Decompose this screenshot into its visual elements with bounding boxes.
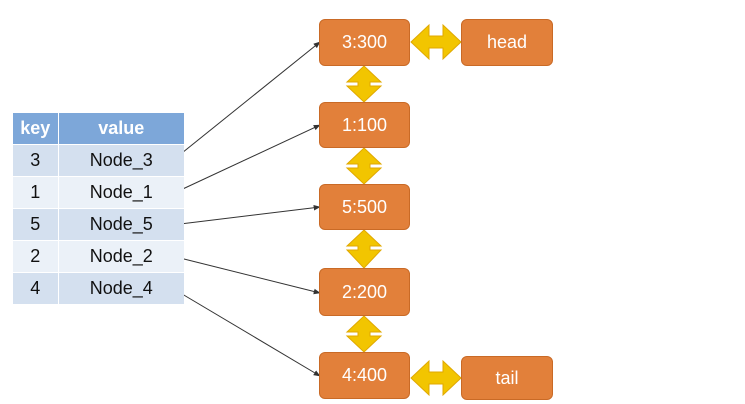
- head-node: head: [461, 19, 553, 66]
- row-value: Node_2: [58, 240, 184, 273]
- row-value: Node_5: [58, 208, 184, 241]
- list-node-5: 5:500: [319, 184, 410, 230]
- pointer-node-1: [171, 124, 321, 195]
- row-key: 5: [13, 208, 59, 241]
- list-node-4: 4:400: [319, 352, 410, 399]
- list-node-2: 2:200: [319, 268, 410, 316]
- pointer-node-3: [171, 41, 321, 162]
- head-link-arrow: [410, 23, 462, 61]
- link-arrow-3-1: [345, 65, 383, 103]
- row-key: 3: [13, 144, 59, 177]
- row-key: 2: [13, 240, 59, 273]
- pointer-node-5: [171, 204, 321, 226]
- table-row: 2 Node_2: [13, 240, 184, 273]
- row-key: 4: [13, 272, 59, 304]
- column-header-value: value: [58, 113, 184, 145]
- column-header-key: key: [13, 113, 59, 145]
- row-key: 1: [13, 176, 59, 209]
- row-value: Node_4: [58, 272, 184, 304]
- row-value: Node_3: [58, 144, 184, 177]
- list-node-3: 3:300: [319, 19, 410, 66]
- table-row: 4 Node_4: [13, 272, 184, 304]
- table-row: 5 Node_5: [13, 208, 184, 241]
- pointer-node-2: [171, 255, 321, 295]
- table-header-row: key value: [13, 113, 184, 145]
- table-row: 3 Node_3: [13, 144, 184, 177]
- row-value: Node_1: [58, 176, 184, 209]
- pointer-node-4: [171, 287, 321, 377]
- hash-table: key value 3 Node_3 1 Node_1 5 Node_5 2 N…: [13, 113, 184, 304]
- list-node-1: 1:100: [319, 102, 410, 148]
- link-arrow-1-5: [345, 147, 383, 185]
- link-arrow-5-2: [345, 229, 383, 269]
- table-row: 1 Node_1: [13, 176, 184, 209]
- tail-node: tail: [461, 356, 553, 400]
- tail-link-arrow: [410, 359, 462, 397]
- link-arrow-2-4: [345, 315, 383, 353]
